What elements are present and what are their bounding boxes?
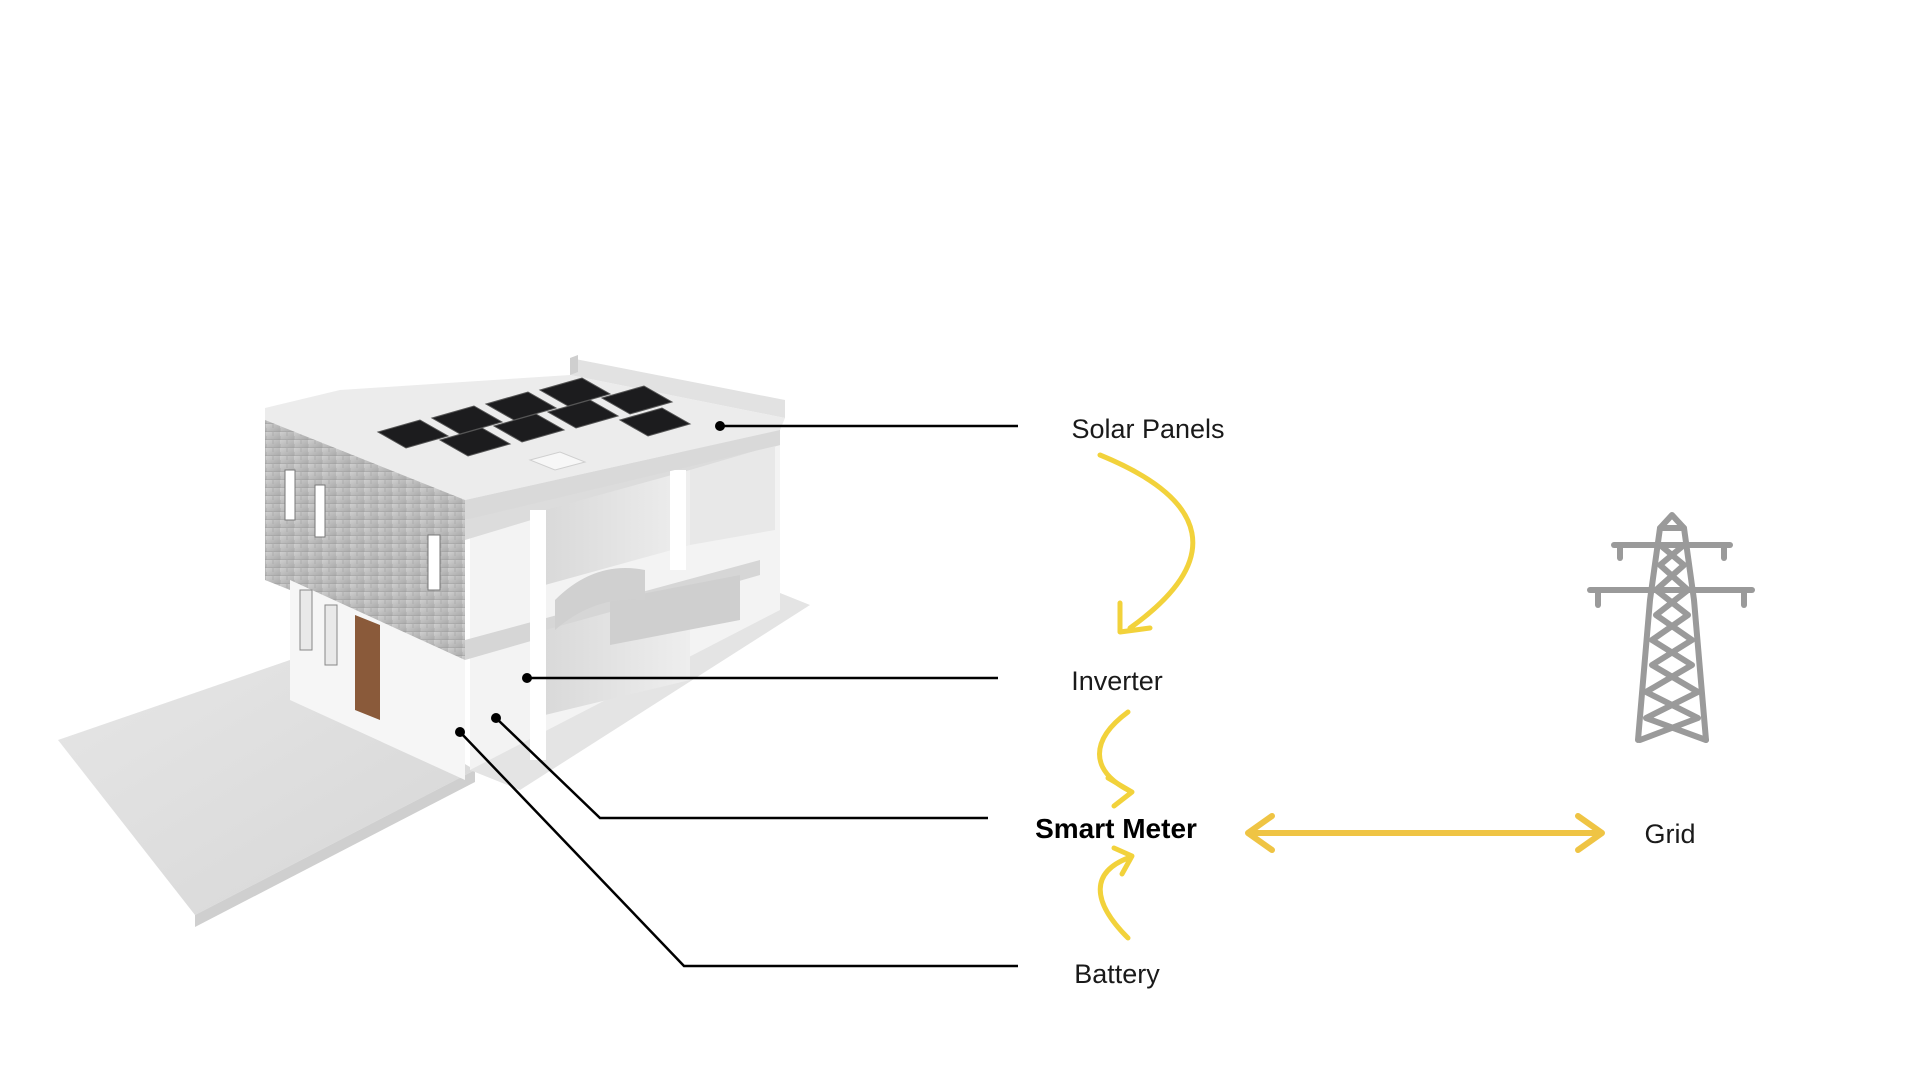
flow-arrows: [1097, 452, 1605, 941]
roof-parapet: [570, 358, 785, 418]
solar-panels-label: Solar Panels: [1071, 414, 1224, 444]
smart-meter-label: Smart Meter: [1035, 813, 1197, 844]
leader-lines: [459, 424, 1018, 968]
inverter-to-smart-meter-arrow: [1097, 709, 1131, 793]
front-door: [355, 615, 380, 720]
grid-label: Grid: [1644, 819, 1695, 849]
battery-leader-line: [459, 731, 1018, 968]
battery-label: Battery: [1074, 959, 1160, 989]
leader-dots: [455, 421, 725, 737]
transmission-tower-icon: [1587, 512, 1755, 743]
solar-to-inverter-arrow: [1097, 452, 1196, 631]
smart-meter-leader-line: [495, 717, 988, 820]
battery-to-smart-meter-arrow: [1097, 855, 1131, 941]
house-cutaway-illustration: [58, 355, 810, 927]
inverter-label: Inverter: [1071, 666, 1163, 696]
solar-panel-array: [376, 377, 692, 457]
